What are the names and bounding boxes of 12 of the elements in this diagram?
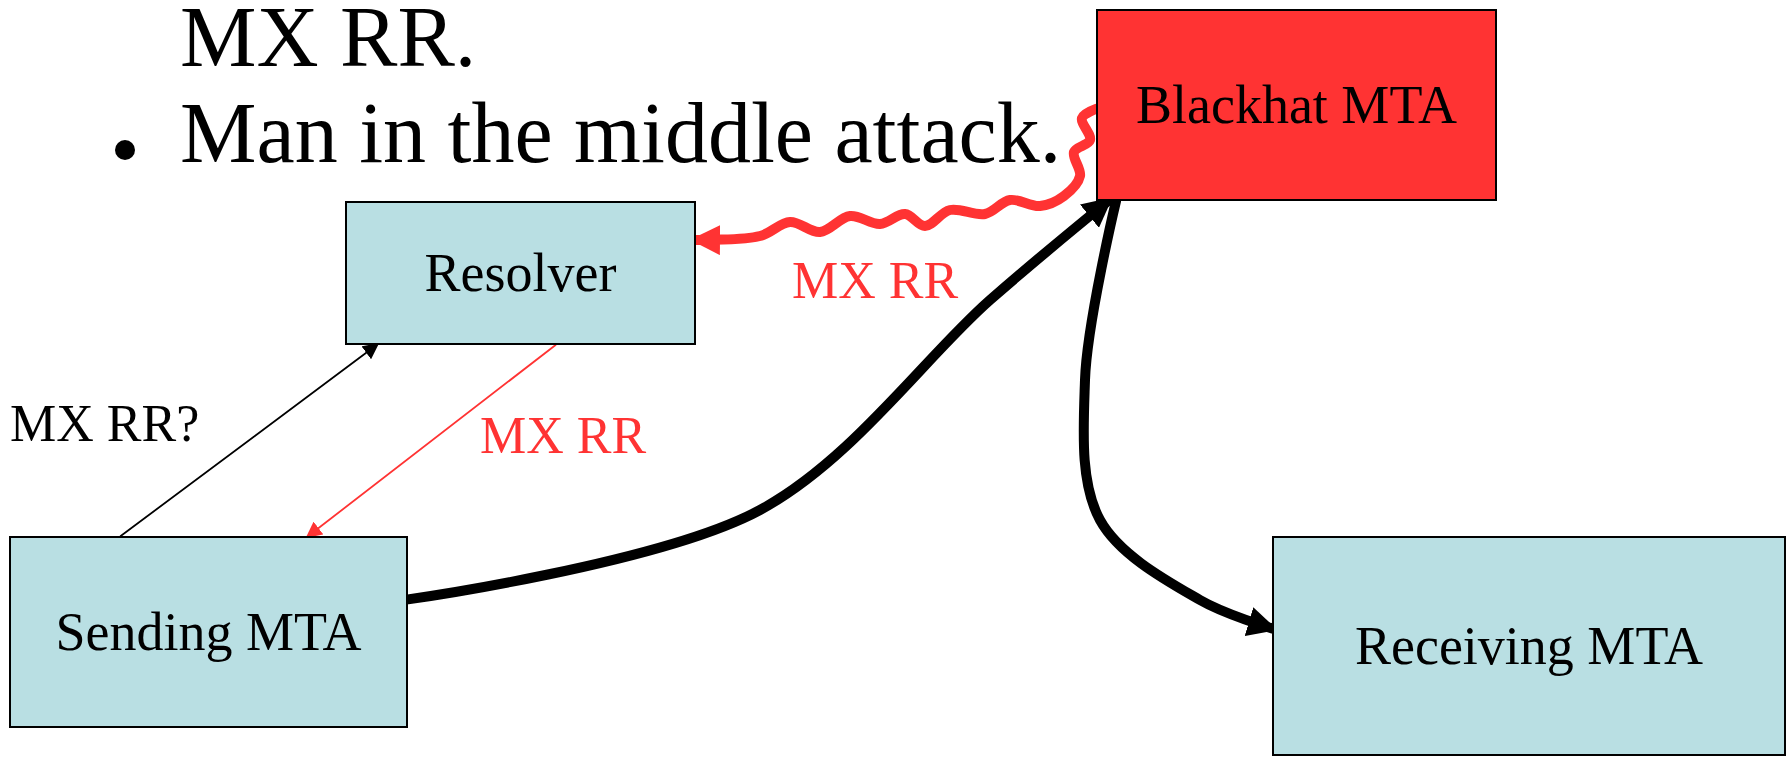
process-box	[1272, 536, 1786, 756]
box-label: Resolver	[424, 242, 617, 304]
arrow	[305, 344, 557, 538]
box-label: Blackhat MTA	[1135, 74, 1458, 136]
process-box	[1096, 9, 1497, 201]
box-label: Receiving MTA	[1354, 615, 1704, 677]
box-label: Sending MTA	[55, 601, 362, 663]
process-box	[345, 201, 696, 345]
process-box	[9, 536, 408, 728]
bullet-text: Man in the middle attack.	[180, 90, 1062, 176]
arrow	[119, 343, 380, 537]
bullet-text: MX RR.	[180, 0, 477, 80]
